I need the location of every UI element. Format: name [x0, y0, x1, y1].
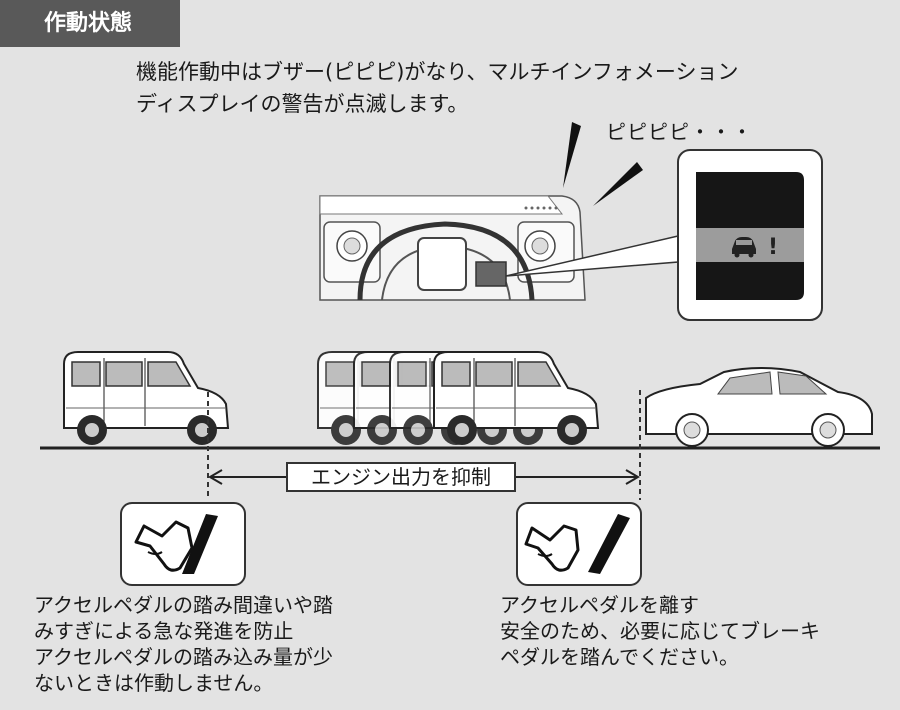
caption-left-line-2: みすぎによる急な発進を防止 [34, 619, 294, 643]
caption-left: アクセルペダルの踏み間違いや踏 みすぎによる急な発進を防止 アクセルペダルの踏み… [34, 592, 333, 696]
sound-mark-2 [593, 162, 643, 206]
sound-mark-1 [563, 122, 581, 188]
caption-left-line-4: ないときは作動しません。 [34, 671, 274, 695]
intro-text: 機能作動中はブザー(ピピピ)がなり、マルチインフォメーション ディスプレイの警告… [136, 56, 856, 120]
pedal-press-panel [120, 502, 246, 586]
intro-line-2: ディスプレイの警告が点滅します。 [136, 92, 469, 116]
caption-right-line-3: ペダルを踏んでください。 [500, 645, 739, 669]
dashboard-illustration [319, 195, 586, 301]
pedal-release-panel [516, 502, 642, 586]
beep-label: ピピピピ・・・ [606, 120, 753, 144]
caption-right: アクセルペダルを離す 安全のため、必要に応じてブレーキ ペダルを踏んでください。 [500, 592, 820, 670]
car-start-position [63, 351, 229, 446]
intro-line-1: 機能作動中はブザー(ピピピ)がなり、マルチインフォメーション [136, 60, 739, 84]
caption-left-line-3: アクセルペダルの踏み込み量が少 [34, 645, 333, 669]
svg-text:!: ! [768, 235, 778, 260]
obstacle-sedan [645, 367, 873, 447]
foot-pressing-pedal-icon [134, 514, 218, 574]
display-callout: ! [677, 149, 823, 321]
caption-right-line-1: アクセルペダルを離す [500, 593, 699, 617]
foot-releasing-pedal-icon [524, 514, 630, 574]
section-title: 作動状態 [0, 0, 180, 47]
engine-output-suppression-label: エンジン出力を抑制 [286, 462, 516, 492]
caption-right-line-2: 安全のため、必要に応じてブレーキ [500, 619, 820, 643]
caption-left-line-1: アクセルペダルの踏み間違いや踏 [34, 593, 333, 617]
